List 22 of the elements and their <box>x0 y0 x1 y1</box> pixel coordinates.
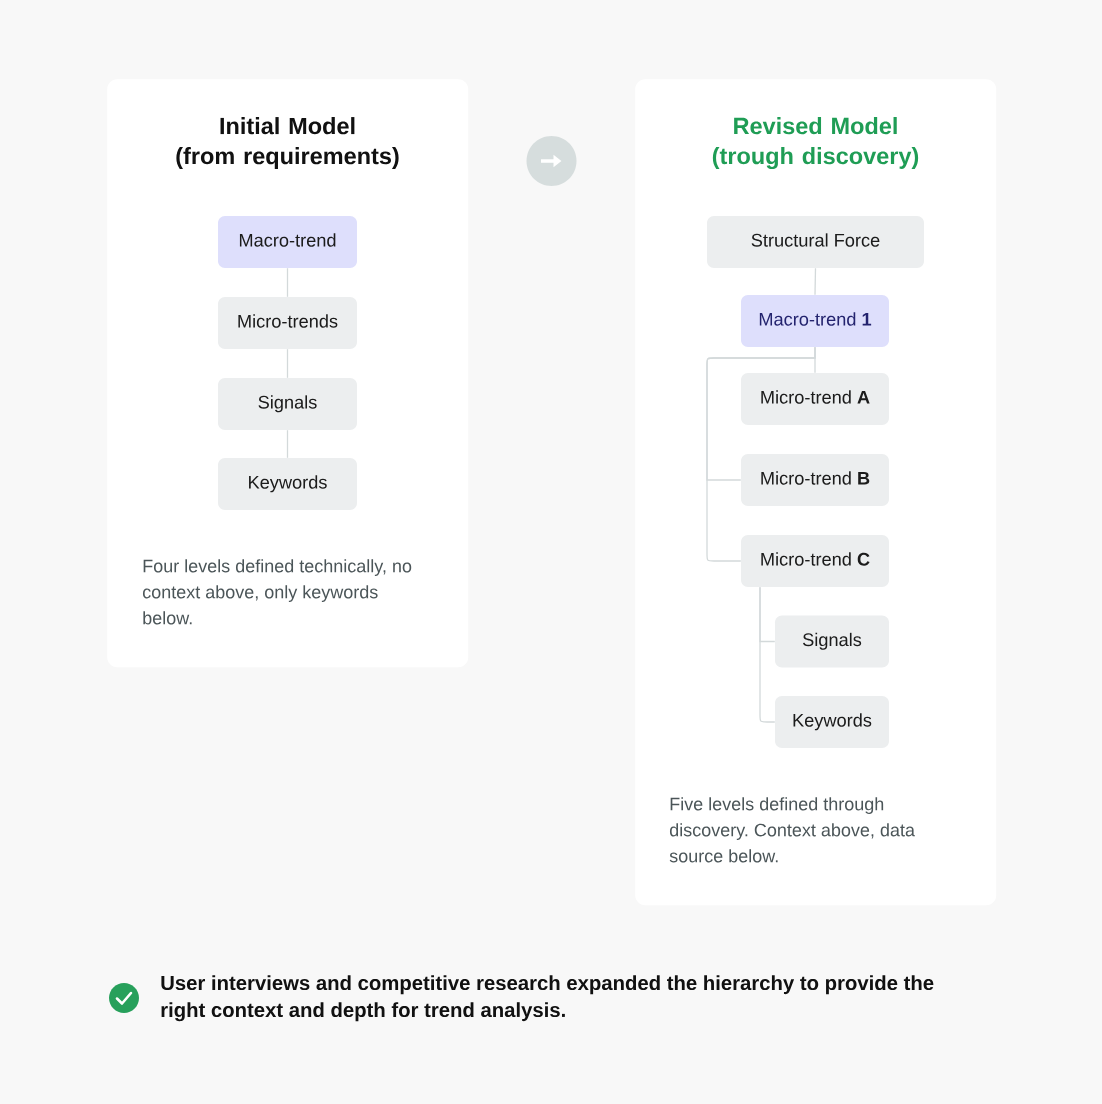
card-text: Four levels defined technically, no context above, only keywords below. <box>142 559 412 625</box>
connector-line <box>286 429 289 459</box>
level-box: Signals <box>218 378 357 430</box>
level-box: Macro-trend <box>218 216 357 268</box>
connector-line <box>286 267 289 298</box>
level-box: Keywords <box>218 458 357 510</box>
card-title: Revised Model (trough discovery) <box>712 117 919 169</box>
level-box: Micro-trend A <box>741 373 889 425</box>
level-box: Micro-trend C <box>741 535 889 587</box>
card-title: Initial Model (from requirements) <box>176 117 399 169</box>
level-box: Macro-trend 1 <box>741 295 889 347</box>
level-box: Micro-trends <box>218 297 357 349</box>
level-box: Micro-trend B <box>741 454 889 506</box>
level-box: Keywords <box>775 696 889 748</box>
connector-line <box>286 348 289 379</box>
connector-line <box>706 346 816 562</box>
card-text: Five levels defined through discovery. Context above, data source below. <box>669 797 915 863</box>
summary-text: User interviews and competitive research expanded the hierarchy to provide the right context and depth for trend analysis. <box>161 975 934 1022</box>
level-box: Signals <box>775 615 889 668</box>
level-box: Structural Force <box>707 216 924 268</box>
connector-line <box>759 586 776 723</box>
connector-line <box>814 267 817 296</box>
